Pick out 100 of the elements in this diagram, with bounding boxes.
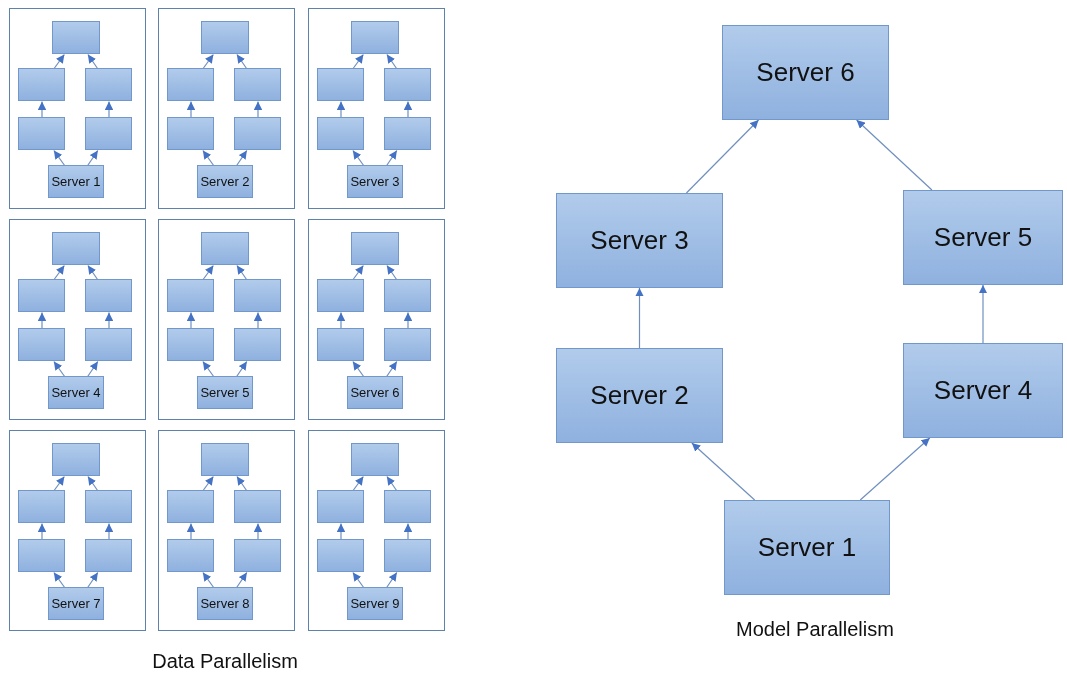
- server-box: Server 4: [903, 343, 1063, 438]
- arrow: [352, 149, 365, 167]
- process-box: [351, 232, 399, 265]
- process-box: [18, 68, 65, 101]
- process-box: [201, 21, 249, 54]
- process-box: [167, 328, 214, 361]
- server-box: Server 6: [347, 376, 403, 409]
- arrow: [87, 264, 99, 281]
- process-box: [18, 539, 65, 572]
- process-box: [234, 539, 281, 572]
- arrow: [403, 100, 413, 119]
- server-box: Server 7: [48, 587, 104, 620]
- server-box: Server 6: [722, 25, 889, 120]
- arrow: [253, 311, 263, 330]
- arrow: [186, 311, 196, 330]
- arrow: [53, 571, 66, 589]
- process-box: [351, 21, 399, 54]
- server-box: Server 5: [903, 190, 1063, 285]
- process-box: [234, 279, 281, 312]
- server-panel: [9, 430, 146, 631]
- process-box: [234, 68, 281, 101]
- arrow: [202, 53, 214, 70]
- server-box: Server 5: [197, 376, 253, 409]
- process-box: [384, 279, 431, 312]
- arrow: [202, 360, 215, 378]
- arrow: [202, 264, 214, 281]
- process-box: [234, 117, 281, 150]
- arrow: [104, 522, 114, 541]
- process-box: [52, 443, 100, 476]
- arrow: [87, 475, 99, 492]
- arrow: [236, 360, 248, 378]
- arrow: [859, 437, 931, 501]
- arrow: [236, 571, 248, 589]
- process-box: [85, 328, 132, 361]
- diagram-caption: Data Parallelism: [152, 650, 298, 673]
- process-box: [351, 443, 399, 476]
- arrow: [386, 475, 398, 492]
- arrow: [37, 100, 47, 119]
- arrow: [87, 149, 99, 167]
- arrow: [104, 311, 114, 330]
- arrow: [53, 149, 66, 167]
- arrow: [53, 360, 66, 378]
- arrow: [236, 53, 248, 70]
- arrow: [53, 264, 65, 281]
- server-box: Server 3: [556, 193, 723, 288]
- diagram-caption: Model Parallelism: [736, 618, 894, 641]
- server-box: Server 9: [347, 587, 403, 620]
- process-box: [234, 490, 281, 523]
- arrow: [186, 100, 196, 119]
- server-box: Server 2: [197, 165, 253, 198]
- arrow: [87, 360, 99, 378]
- process-box: [317, 539, 364, 572]
- server-panel: [308, 8, 445, 209]
- arrow: [37, 522, 47, 541]
- arrow: [635, 287, 644, 349]
- arrow: [236, 475, 248, 492]
- process-box: [85, 117, 132, 150]
- arrow: [691, 442, 756, 501]
- process-box: [167, 68, 214, 101]
- process-box: [384, 68, 431, 101]
- server-panel: [9, 8, 146, 209]
- arrow: [202, 571, 215, 589]
- arrow: [336, 100, 346, 119]
- process-box: [167, 539, 214, 572]
- arrow: [87, 571, 99, 589]
- server-panel: [308, 219, 445, 420]
- arrow: [352, 475, 364, 492]
- process-box: [317, 68, 364, 101]
- process-box: [52, 21, 100, 54]
- server-box: Server 1: [724, 500, 890, 595]
- process-box: [317, 279, 364, 312]
- server-panel: [9, 219, 146, 420]
- arrow: [53, 475, 65, 492]
- arrow: [685, 119, 760, 194]
- process-box: [85, 539, 132, 572]
- process-box: [18, 490, 65, 523]
- process-box: [201, 443, 249, 476]
- arrow: [978, 284, 988, 344]
- server-panel: [158, 8, 295, 209]
- arrow: [37, 311, 47, 330]
- process-box: [317, 490, 364, 523]
- arrow: [253, 522, 263, 541]
- process-box: [201, 232, 249, 265]
- arrow: [386, 360, 398, 378]
- arrow: [236, 149, 248, 167]
- arrow: [53, 53, 65, 70]
- process-box: [85, 68, 132, 101]
- process-box: [384, 328, 431, 361]
- arrow: [202, 475, 214, 492]
- process-box: [18, 117, 65, 150]
- arrow: [352, 571, 365, 589]
- server-box: Server 2: [556, 348, 723, 443]
- process-box: [167, 490, 214, 523]
- arrow: [386, 53, 398, 70]
- arrow: [87, 53, 99, 70]
- process-box: [317, 117, 364, 150]
- arrow: [386, 264, 398, 281]
- process-box: [167, 279, 214, 312]
- process-box: [384, 117, 431, 150]
- arrow: [386, 149, 398, 167]
